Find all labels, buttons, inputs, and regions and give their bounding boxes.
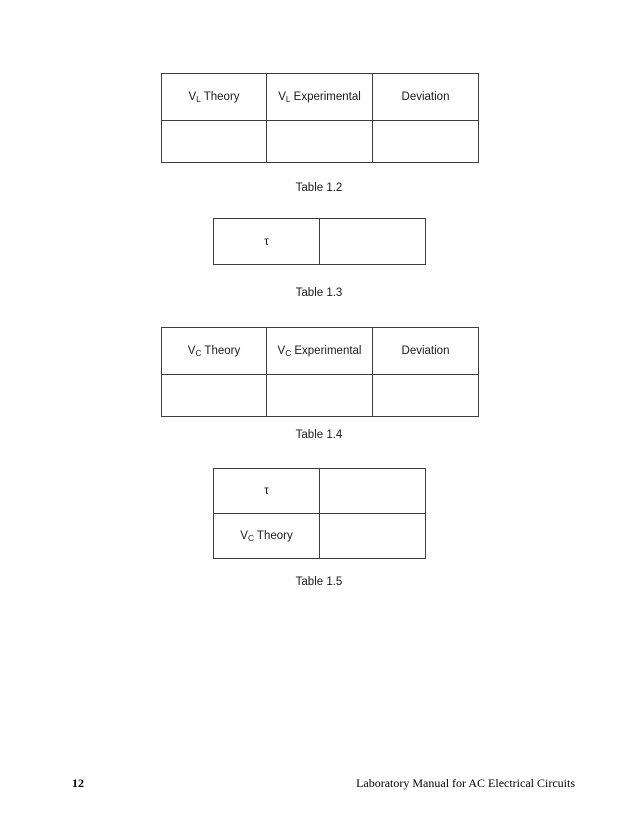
cell-subscript: L	[196, 94, 201, 104]
table-row: VL Theory VL Experimental Deviation	[161, 73, 479, 121]
table-row: VC Theory VC Experimental Deviation	[161, 327, 479, 375]
table-row: τ	[213, 468, 426, 514]
table-1-4: VC Theory VC Experimental Deviation	[161, 327, 479, 417]
cell-text: Experimental	[290, 91, 361, 103]
footer-title: Laboratory Manual for AC Electrical Circ…	[356, 776, 575, 790]
table-1-3: τ	[213, 218, 426, 265]
cell-symbol: V	[188, 91, 197, 103]
cell-text: Experimental	[291, 345, 362, 357]
table-row	[161, 374, 479, 417]
cell-symbol: V	[240, 530, 248, 542]
table-row: τ	[213, 218, 426, 265]
cell-symbol: V	[187, 345, 196, 357]
table-row	[161, 120, 479, 163]
label-cell-vc-theory: VC Theory	[213, 513, 320, 559]
header-cell-deviation: Deviation	[372, 327, 479, 375]
cell-subscript: C	[195, 348, 202, 358]
table-1-5: τ VC Theory	[213, 468, 426, 559]
data-cell-deviation[interactable]	[372, 374, 479, 417]
label-cell-tau: τ	[213, 218, 320, 265]
data-cell-vc-experimental[interactable]	[266, 374, 373, 417]
data-cell-vl-theory[interactable]	[161, 120, 267, 163]
header-cell-vl-experimental: VL Experimental	[266, 73, 373, 121]
data-cell-vc-theory-value[interactable]	[319, 513, 426, 559]
page-number: 12	[72, 776, 84, 790]
cell-text: Theory	[200, 91, 240, 103]
table-1-2: VL Theory VL Experimental Deviation	[161, 73, 479, 163]
data-cell-tau-value[interactable]	[319, 468, 426, 514]
data-cell-deviation[interactable]	[372, 120, 479, 163]
data-cell-vc-theory[interactable]	[161, 374, 267, 417]
cell-symbol: V	[278, 91, 286, 103]
data-cell-tau-value[interactable]	[319, 218, 426, 265]
table-caption-1-4: Table 1.4	[295, 429, 343, 441]
page-footer: 12 Laboratory Manual for AC Electrical C…	[0, 776, 638, 796]
cell-text: Theory	[253, 530, 293, 542]
cell-subscript: C	[247, 533, 254, 543]
header-cell-vl-theory: VL Theory	[161, 73, 267, 121]
table-caption-1-3: Table 1.3	[295, 287, 343, 299]
table-caption-1-2: Table 1.2	[295, 182, 343, 194]
header-cell-vc-theory: VC Theory	[161, 327, 267, 375]
cell-subscript: C	[285, 348, 292, 358]
table-row: VC Theory	[213, 513, 426, 559]
header-cell-vc-experimental: VC Experimental	[266, 327, 373, 375]
cell-text: Theory	[201, 345, 241, 357]
cell-subscript: L	[285, 94, 291, 104]
header-cell-deviation: Deviation	[372, 73, 479, 121]
label-cell-tau: τ	[213, 468, 320, 514]
cell-symbol: V	[277, 345, 286, 357]
data-cell-vl-experimental[interactable]	[266, 120, 373, 163]
table-caption-1-5: Table 1.5	[295, 576, 343, 588]
